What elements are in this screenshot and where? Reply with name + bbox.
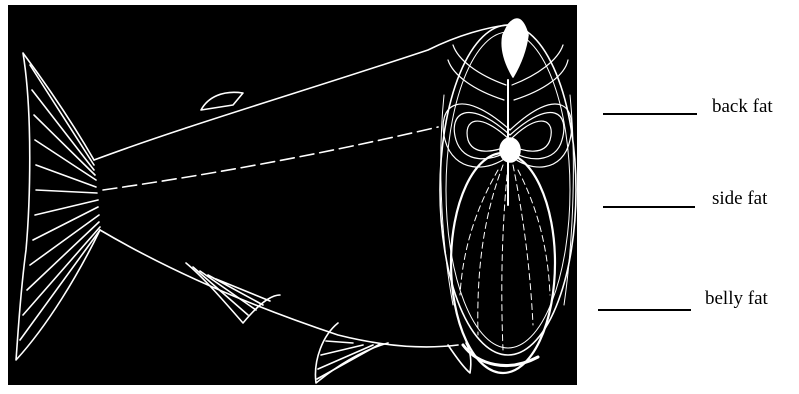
side-fat-label: side fat	[712, 189, 767, 208]
side-fat-answer-blank[interactable]	[603, 206, 695, 208]
pelvic-fin	[186, 263, 280, 323]
anal-fin	[315, 323, 388, 383]
belly-fat-label: belly fat	[705, 289, 768, 308]
dorsal-fin	[201, 92, 243, 110]
back-fat-label: back fat	[712, 97, 773, 116]
fish-drawing	[8, 5, 577, 385]
tail-fin	[16, 53, 100, 360]
belly-fat-answer-blank[interactable]	[598, 309, 691, 311]
cross-section	[440, 19, 576, 373]
fish-back-outline	[94, 25, 508, 160]
lateral-line	[103, 127, 438, 190]
fish-belly-outline	[100, 230, 458, 347]
adipose-fin	[448, 343, 471, 373]
back-fat-answer-blank[interactable]	[603, 113, 697, 115]
fish-cross-section-illustration	[8, 5, 577, 385]
